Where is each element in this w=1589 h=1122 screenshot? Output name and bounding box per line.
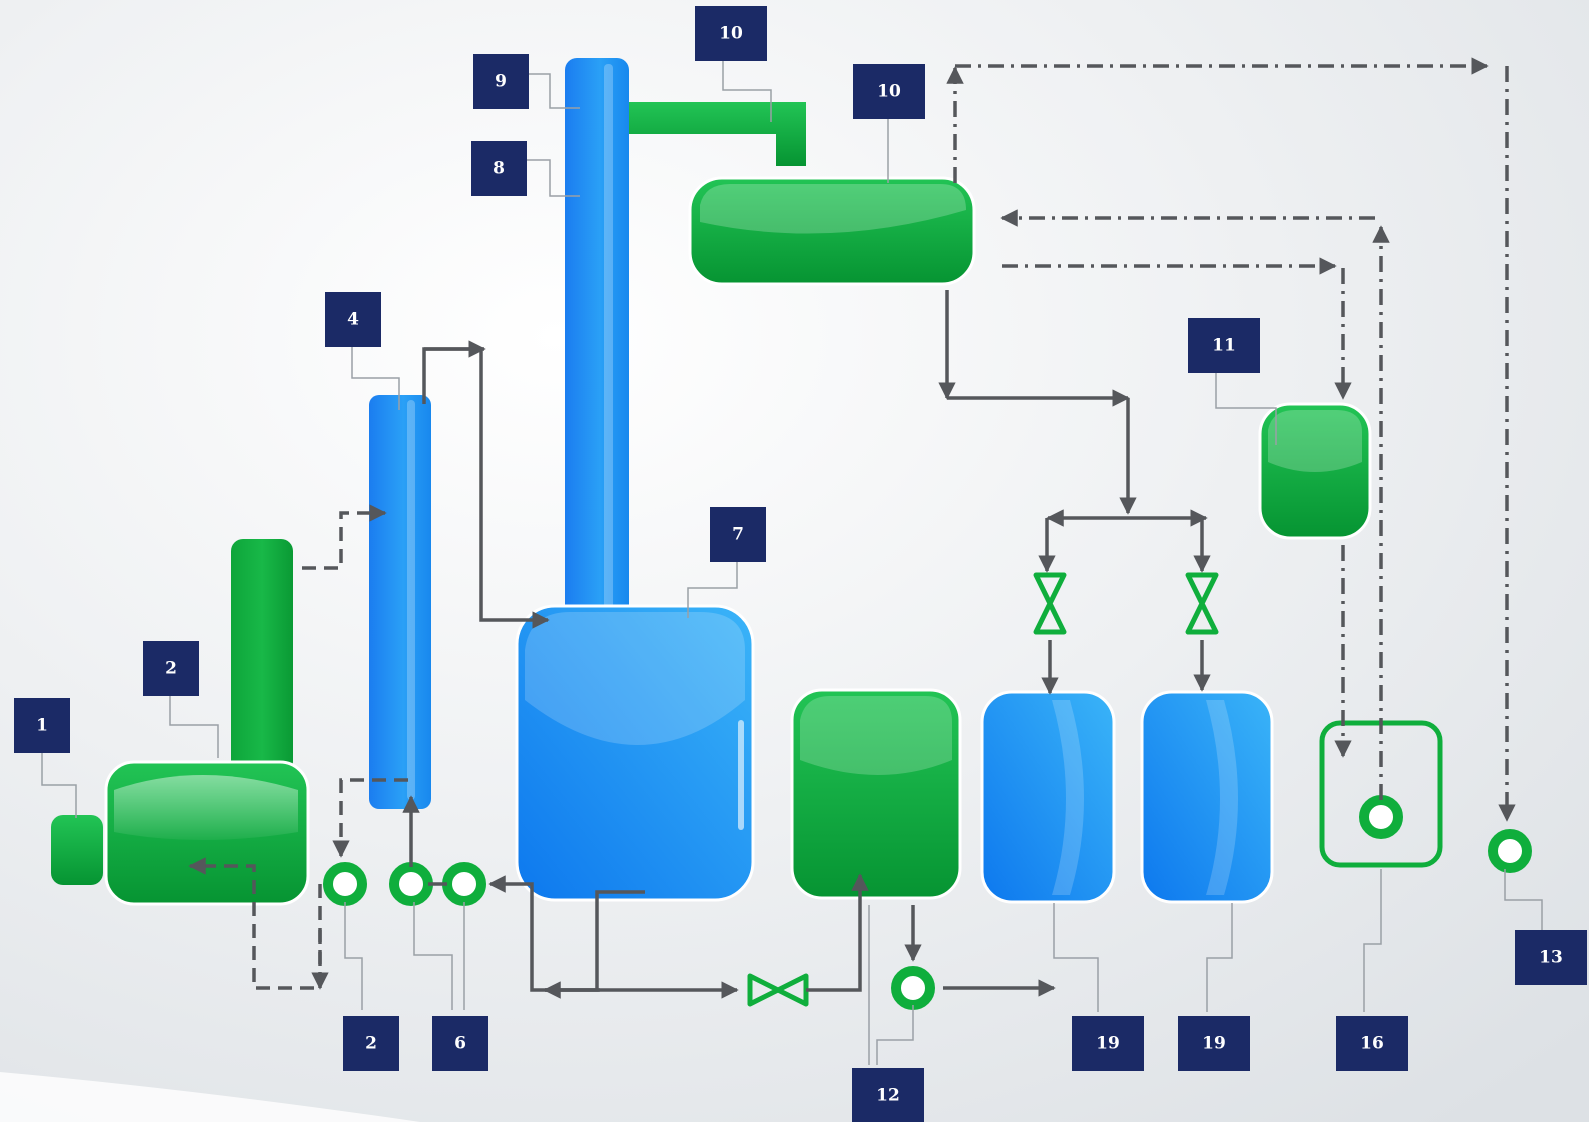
label-4: 4 <box>325 292 381 347</box>
leader-16 <box>1363 869 1382 1012</box>
svg-text:12: 12 <box>876 1086 900 1106</box>
line-col4-to-pump2 <box>332 778 408 858</box>
valve-vertical-right <box>1185 572 1219 635</box>
unit-16-pump <box>1359 795 1403 839</box>
drum-10 <box>688 176 976 286</box>
label-19-left: 19 <box>1072 1016 1144 1071</box>
background-swoosh <box>0 1072 420 1122</box>
leader-19b <box>1206 903 1233 1012</box>
leader-1 <box>41 752 77 818</box>
svg-text:19: 19 <box>1096 1034 1120 1054</box>
pump-6-left <box>389 862 433 906</box>
leader-9 <box>525 73 580 109</box>
label-19-right: 19 <box>1178 1016 1250 1071</box>
leader-7 <box>687 553 738 618</box>
svg-text:8: 8 <box>493 159 505 179</box>
label-7: 7 <box>710 507 766 562</box>
equipment <box>51 58 1532 1010</box>
leader-12 <box>876 1005 914 1065</box>
label-10-top: 10 <box>695 6 767 61</box>
svg-text:13: 13 <box>1539 948 1563 968</box>
small-end-box <box>51 815 103 885</box>
svg-text:6: 6 <box>454 1034 466 1054</box>
label-16: 16 <box>1336 1016 1408 1071</box>
receiver-right-shine <box>1206 700 1238 895</box>
line-stack-to-col4 <box>302 504 387 570</box>
label-1: 1 <box>14 698 70 753</box>
green-tank <box>790 688 962 900</box>
pump-6-right <box>442 862 486 906</box>
label-11: 11 <box>1188 318 1260 373</box>
svg-text:2: 2 <box>165 659 177 679</box>
reactor-7 <box>515 604 755 902</box>
label-2-top: 2 <box>143 641 199 696</box>
drum-gloss <box>700 184 966 234</box>
column-4 <box>369 395 431 809</box>
green-tank-gloss <box>800 696 952 775</box>
leader-lines <box>41 61 1543 1065</box>
pump-2 <box>323 862 367 906</box>
leader-4 <box>351 345 400 410</box>
valve-vertical-left <box>1033 572 1067 635</box>
pump-12 <box>891 966 935 1010</box>
svg-text:19: 19 <box>1202 1034 1226 1054</box>
svg-text:4: 4 <box>347 310 359 330</box>
leader-8 <box>525 159 580 197</box>
leader-19a <box>1053 903 1099 1012</box>
tall-column <box>565 58 629 618</box>
leader-10a <box>722 61 772 122</box>
leader-2b <box>344 902 363 1010</box>
svg-text:10: 10 <box>719 24 743 44</box>
line-valve-to-tank <box>806 873 869 992</box>
stack <box>231 539 293 773</box>
svg-text:2: 2 <box>365 1034 377 1054</box>
label-12: 12 <box>852 1068 924 1122</box>
overhead-pipe <box>629 102 806 166</box>
flow-lines <box>188 57 1516 999</box>
reactor-shine <box>738 720 744 830</box>
label-6: 6 <box>432 1016 488 1071</box>
leader-13 <box>1504 869 1543 930</box>
svg-text:11: 11 <box>1212 336 1236 356</box>
svg-text:10: 10 <box>877 82 901 102</box>
svg-text:16: 16 <box>1360 1034 1384 1054</box>
leader-2a <box>169 686 219 758</box>
label-10-drum: 10 <box>853 64 925 119</box>
label-8: 8 <box>471 141 527 196</box>
receiver-19-left <box>980 690 1116 904</box>
vessel-11 <box>1258 402 1372 540</box>
label-2-bottom: 2 <box>343 1016 399 1071</box>
number-labels: 1 2 4 9 8 10 10 7 <box>14 6 1587 1122</box>
pump-13 <box>1488 829 1532 873</box>
svg-text:1: 1 <box>36 716 48 736</box>
leader-6a <box>413 902 453 1010</box>
boiler-gloss <box>114 775 298 840</box>
tall-column-shine <box>604 64 613 609</box>
receiver-left-shine <box>1052 700 1084 895</box>
label-9: 9 <box>473 54 529 109</box>
reactor-gloss <box>525 612 745 745</box>
leader-11 <box>1215 369 1277 445</box>
valve-horizontal <box>747 973 809 1007</box>
svg-text:9: 9 <box>495 72 507 92</box>
column-4-shine <box>407 400 415 800</box>
label-13: 13 <box>1515 930 1587 985</box>
svg-text:7: 7 <box>732 525 744 545</box>
receiver-19-right <box>1140 690 1274 904</box>
vessel-11-gloss <box>1268 410 1362 472</box>
